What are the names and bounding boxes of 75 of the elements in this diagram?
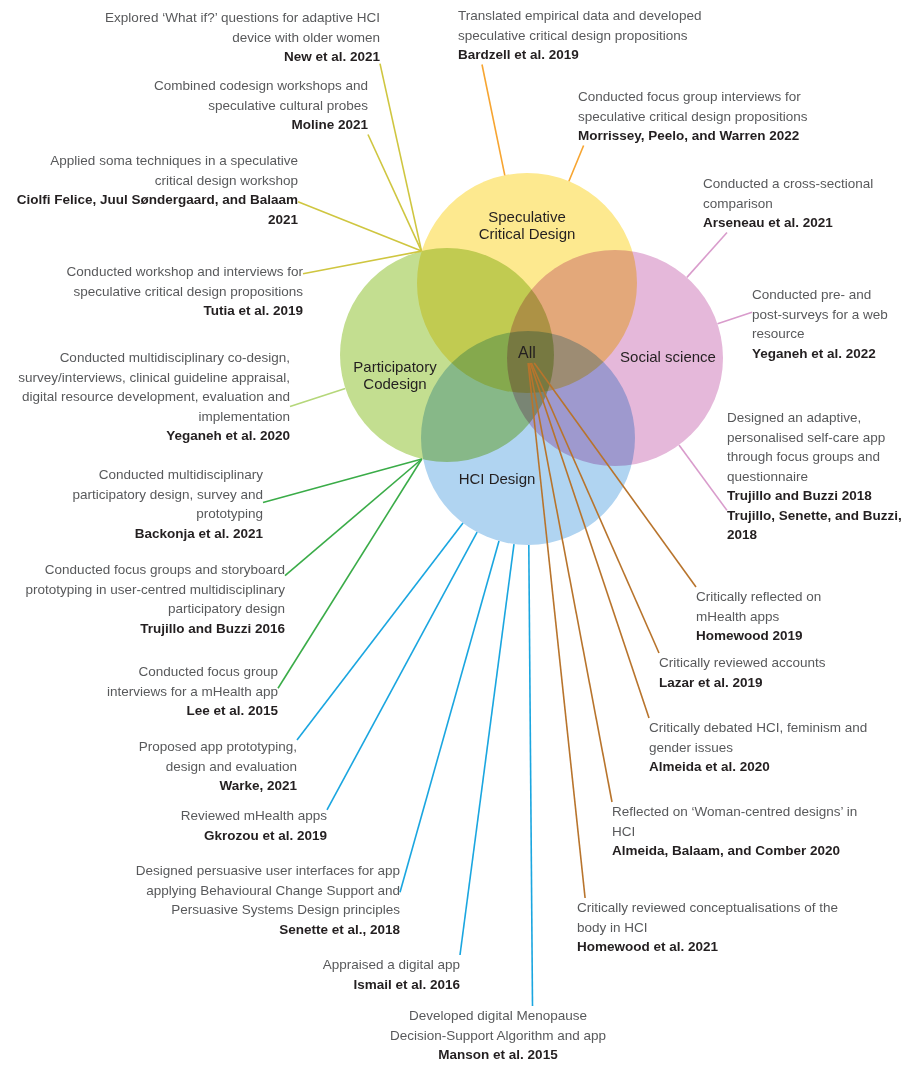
leader-line xyxy=(277,458,423,690)
circle-label: Social science xyxy=(619,347,717,365)
study-description: Proposed app prototyping, design and evaluation xyxy=(137,738,297,776)
study-description: Translated empirical data and developed speculative critical design propositions xyxy=(458,7,703,45)
study-description: Appraised a digital app xyxy=(321,956,460,974)
leader-line xyxy=(399,540,500,893)
citation: Trujillo and Buzzi 2018 xyxy=(727,487,873,505)
study-description: Explored ‘What if?’ questions for adaptive HCI device with older women xyxy=(105,9,380,47)
leader-line xyxy=(716,311,753,325)
citation: Backonja et al. 2021 xyxy=(133,524,263,543)
citation: Ismail et al. 2016 xyxy=(352,975,460,994)
leader-line xyxy=(262,458,423,504)
citation: Lazar et al. 2019 xyxy=(659,673,764,692)
leader-line xyxy=(530,362,660,654)
circle-label: Participatory Codesign xyxy=(352,358,438,392)
study-description: Applied soma techniques in a speculative critical design workshop xyxy=(49,152,298,190)
citation: Gkrozou et al. 2019 xyxy=(202,826,327,845)
study-description: Critically reflected on mHealth apps xyxy=(696,588,823,626)
circle-label: HCI Design xyxy=(457,469,537,487)
study-description: Designed persuasive user interfaces for app applying Behavioural Change Support and Persuasive Systems Design principles xyxy=(134,862,400,919)
intersection-label: All xyxy=(505,343,549,363)
study-description: Critically debated HCI, feminism and gender issues xyxy=(649,719,869,757)
leader-line xyxy=(326,531,478,811)
study-description: Designed an adaptive, personalised self-care app through focus groups and questionnaire xyxy=(727,409,887,486)
citation: Trujillo, Senette, and Buzzi, 2018 xyxy=(727,506,903,544)
leader-line xyxy=(686,231,728,279)
study-description: Conducted focus groups and storyboard prototyping in user-centred multidisciplinary participatory design xyxy=(24,561,285,618)
leader-line xyxy=(297,200,423,252)
citation: Trujillo and Buzzi 2016 xyxy=(139,619,285,638)
leader-line xyxy=(528,362,613,803)
leader-line xyxy=(379,62,423,252)
citation: New et al. 2021 xyxy=(282,48,380,66)
citation: Almeida, Balaam, and Comber 2020 xyxy=(612,842,842,860)
leader-line xyxy=(527,362,586,899)
leader-line xyxy=(678,444,728,512)
citation: Tutia et al. 2019 xyxy=(202,302,303,320)
leader-line xyxy=(533,362,697,588)
study-description: Reflected on ‘Woman-centred designs’ in HCI xyxy=(612,803,859,841)
leader-line xyxy=(296,522,464,741)
study-description: Combined codesign workshops and speculative cultural probes xyxy=(153,77,368,115)
citation: Yeganeh et al. 2022 xyxy=(752,344,877,363)
citation: Lee et al. 2015 xyxy=(185,702,278,720)
circle-label: Speculative Critical Design xyxy=(477,208,577,242)
leader-line xyxy=(528,544,534,1007)
citation: Warke, 2021 xyxy=(218,777,297,795)
citation: Moline 2021 xyxy=(290,116,368,134)
leader-line xyxy=(302,250,423,275)
leader-line xyxy=(284,458,423,577)
leader-line xyxy=(481,63,506,177)
study-description: Conducted multidisciplinary participatory design, survey and prototyping xyxy=(71,466,263,523)
leader-line xyxy=(289,387,347,408)
leader-line xyxy=(568,144,585,183)
study-description: Conducted workshop and interviews for speculative critical design propositions xyxy=(65,263,303,301)
citation: Homewood et al. 2021 xyxy=(577,938,720,956)
study-description: Developed digital Menopause Decision-Support Algorithm and app xyxy=(388,1007,608,1045)
citation: Yeganeh et al. 2020 xyxy=(165,427,290,445)
citation: Homewood 2019 xyxy=(696,627,804,645)
study-description: Conducted pre- and post-surveys for a web resource xyxy=(752,286,889,343)
leader-line xyxy=(529,362,650,719)
citation: Senette et al., 2018 xyxy=(278,920,400,939)
study-description: Conducted focus group interviews for a mHealth app xyxy=(105,663,278,701)
leader-line xyxy=(459,543,515,956)
study-description: Critically reviewed conceptualisations of the body in HCI xyxy=(577,899,840,937)
citation: Arseneau et al. 2021 xyxy=(703,214,834,232)
study-description: Reviewed mHealth apps xyxy=(179,807,327,825)
citation: Ciolfi Felice, Juul Søndergaard, and Balaam 2021 xyxy=(15,191,298,229)
study-description: Conducted multidisciplinary co-design, survey/interviews, clinical guideline appraisal, digital resource development, evaluation and implementation xyxy=(17,349,290,426)
citation: Almeida et al. 2020 xyxy=(649,758,771,776)
citation: Bardzell et al. 2019 xyxy=(458,46,580,64)
study-description: Conducted a cross-sectional comparison xyxy=(703,175,875,213)
study-description: Conducted focus group interviews for speculative critical design propositions xyxy=(578,88,809,126)
study-description: Critically reviewed accounts xyxy=(659,654,827,672)
citation: Morrissey, Peelo, and Warren 2022 xyxy=(578,127,801,145)
leader-line xyxy=(367,133,423,252)
citation: Manson et al. 2015 xyxy=(437,1046,559,1064)
